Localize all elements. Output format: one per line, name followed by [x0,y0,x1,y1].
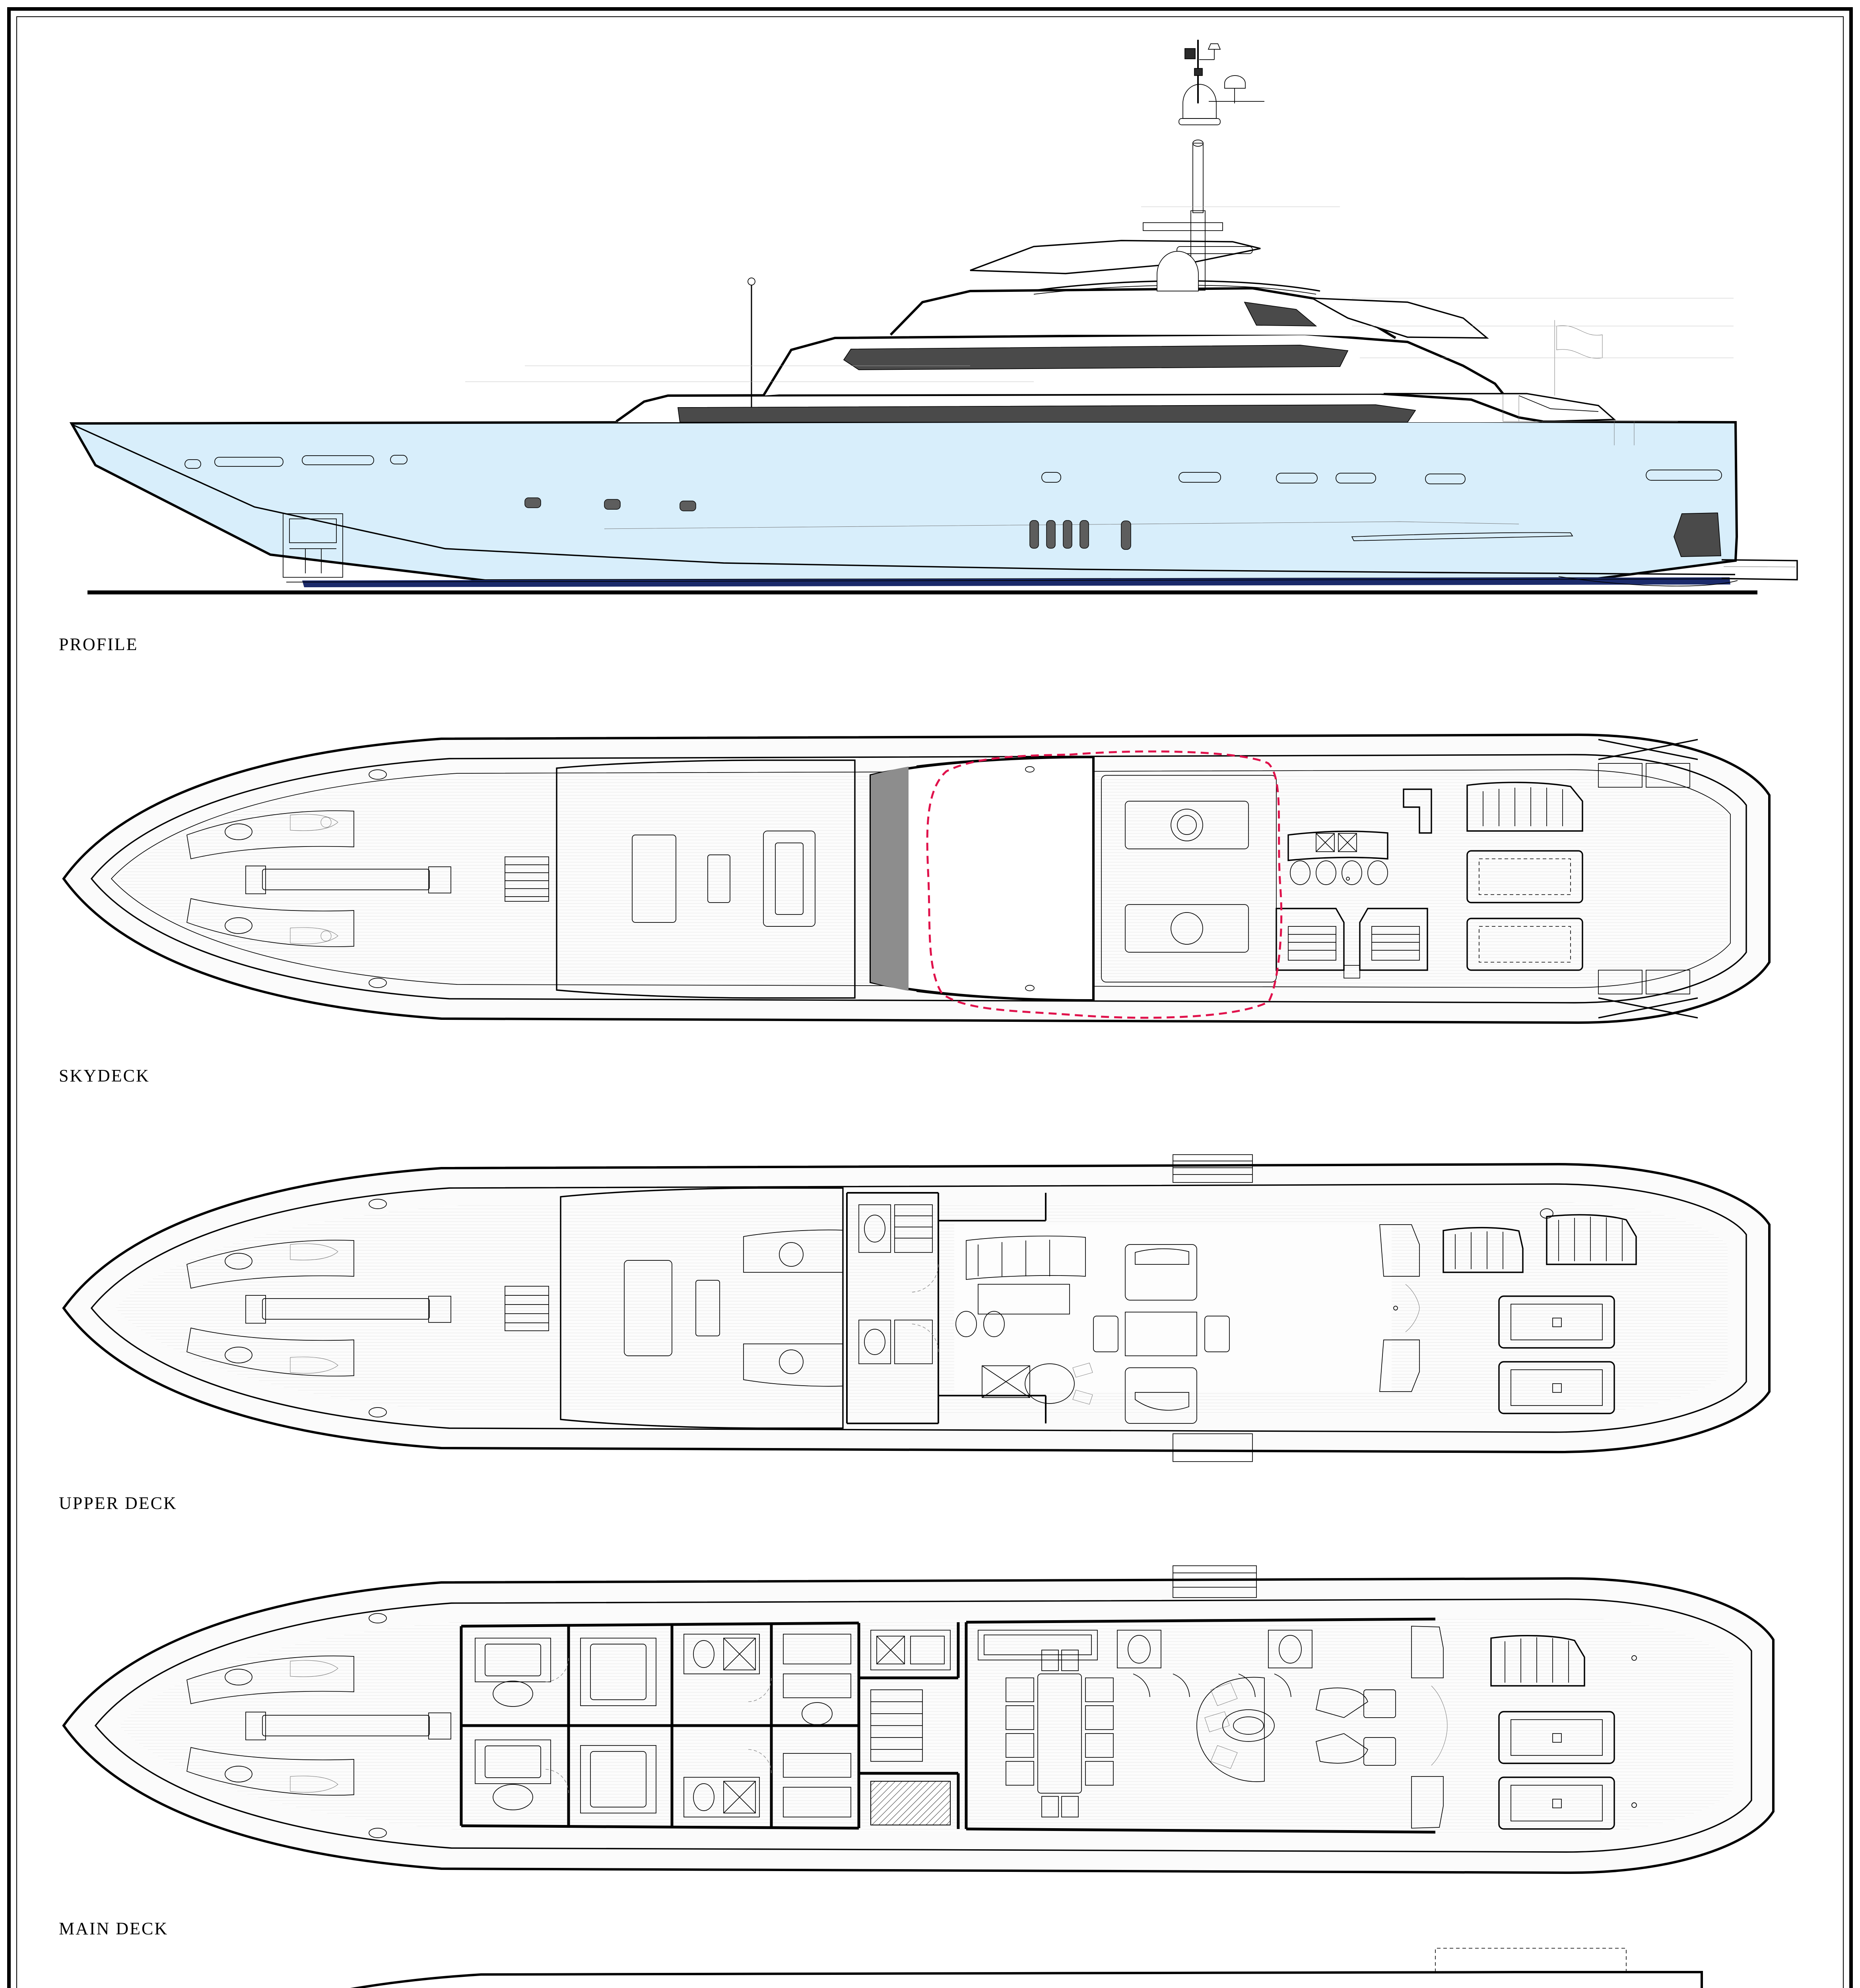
lower-deck-plan-view [52,1940,1793,1988]
deck-label-skydeck: SKYDECK [59,1066,150,1085]
main-deck-plan-view [52,1559,1793,1893]
skydeck-plan-view [52,716,1793,1042]
upper-deck-plan-view [52,1145,1793,1471]
deck-label-upper: UPPER DECK [59,1493,177,1513]
profile-view [48,24,1798,608]
deck-label-main: MAIN DECK [59,1919,169,1938]
deck-label-profile: PROFILE [59,635,138,654]
